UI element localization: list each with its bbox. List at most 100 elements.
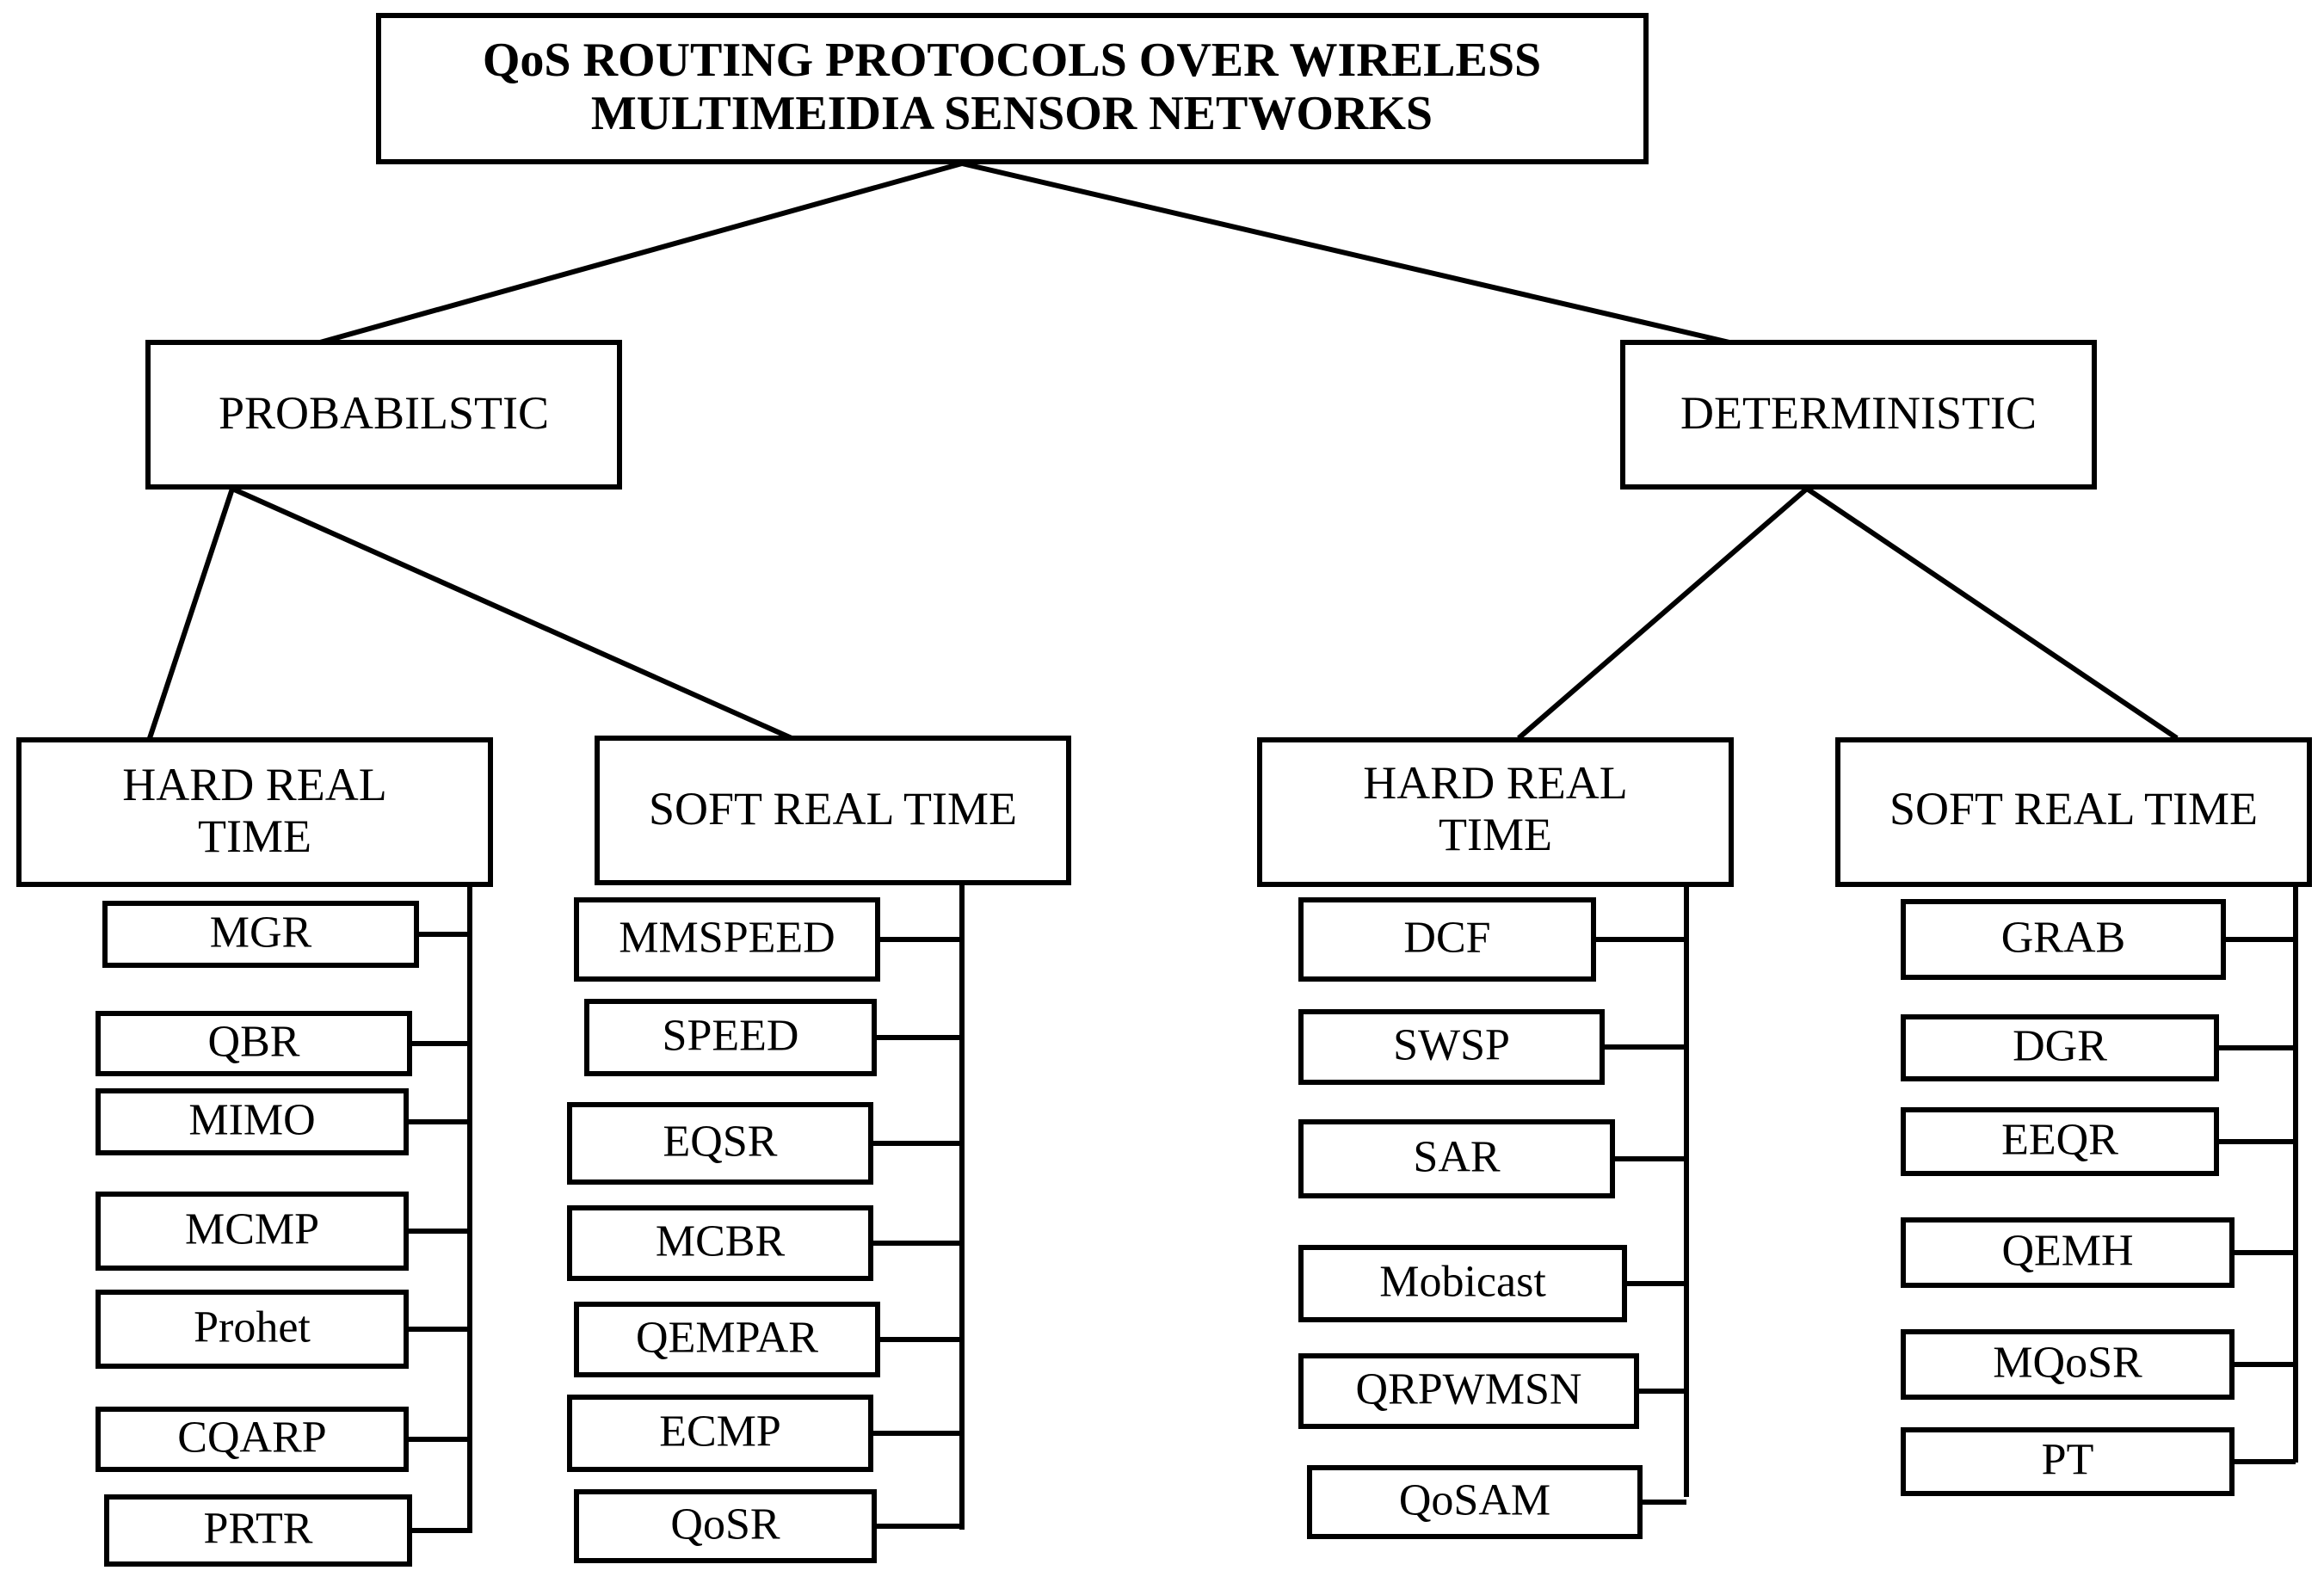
group-probabilistic-hard-label-line-2: TIME bbox=[198, 810, 311, 862]
protocol-box-mimo bbox=[96, 1088, 409, 1155]
protocol-node-grab: GRAB bbox=[1901, 899, 2296, 980]
protocol-box-qemh bbox=[1901, 1217, 2235, 1288]
protocol-node-qbr: QBR bbox=[96, 1011, 470, 1076]
protocol-box-dcf bbox=[1298, 897, 1596, 982]
root-box bbox=[376, 13, 1649, 164]
category-probabilistic-box bbox=[145, 340, 622, 490]
protocol-box-qosam bbox=[1307, 1465, 1643, 1539]
protocol-node-sar: SAR bbox=[1298, 1119, 1686, 1198]
connector-deterministic-to-soft bbox=[1805, 486, 2179, 741]
protocol-node-qosam: QoSAM bbox=[1307, 1465, 1686, 1539]
protocol-label-mmspeed: MMSPEED bbox=[619, 914, 835, 963]
protocol-node-mmspeed: MMSPEED bbox=[574, 897, 962, 982]
protocol-label-prohet: Prohet bbox=[194, 1303, 311, 1352]
protocol-label-ecmp: ECMP bbox=[659, 1407, 781, 1457]
protocol-box-qosr bbox=[574, 1489, 877, 1563]
protocol-label-mqosr: MQoSR bbox=[1993, 1339, 2142, 1388]
connector-root-to-probabilistic bbox=[319, 161, 963, 345]
protocol-node-mobicast: Mobicast bbox=[1298, 1245, 1686, 1322]
protocol-box-eeqr bbox=[1901, 1107, 2219, 1176]
protocol-node-swsp: SWSP bbox=[1298, 1009, 1686, 1085]
group-probabilistic-soft-real-time: SOFT REAL TIME bbox=[595, 736, 1071, 885]
protocol-label-prtr: PRTR bbox=[204, 1505, 313, 1554]
protocol-box-mqosr bbox=[1901, 1329, 2235, 1400]
group-probabilistic-hard-real-time: HARD REAL TIME bbox=[16, 737, 493, 887]
group-probabilistic-hard-label-line-1: HARD REAL bbox=[122, 759, 387, 810]
protocol-node-pt: PT bbox=[1901, 1427, 2296, 1496]
group-deterministic-soft-real-time: SOFT REAL TIME bbox=[1835, 737, 2312, 887]
group-probabilistic-soft-box bbox=[595, 736, 1071, 885]
protocol-box-mobicast bbox=[1298, 1245, 1627, 1322]
protocol-box-speed bbox=[584, 999, 877, 1076]
protocol-label-qrpwmsn: QRPWMSN bbox=[1356, 1365, 1582, 1414]
protocol-node-mcbr: MCBR bbox=[567, 1205, 962, 1281]
protocol-label-qosr: QoSR bbox=[670, 1500, 780, 1549]
category-deterministic-box bbox=[1620, 340, 2097, 490]
group-deterministic-hard-label-line-2: TIME bbox=[1439, 809, 1552, 860]
connector-root-to-deterministic bbox=[961, 161, 1730, 345]
protocol-node-qrpwmsn: QRPWMSN bbox=[1298, 1353, 1686, 1429]
category-probabilistic: PROBABILSTIC bbox=[145, 340, 622, 490]
group-probabilistic-soft-label: SOFT REAL TIME bbox=[649, 783, 1017, 835]
protocol-label-qbr: QBR bbox=[208, 1018, 300, 1067]
root-title-line-2: MULTIMEIDIA SENSOR NETWORKS bbox=[591, 87, 1433, 140]
protocol-label-mgr: MGR bbox=[210, 908, 312, 958]
protocol-box-mgr bbox=[102, 901, 419, 968]
protocol-node-mimo: MIMO bbox=[96, 1088, 470, 1155]
category-probabilistic-label: PROBABILSTIC bbox=[219, 387, 549, 439]
connector-probabilistic-to-hard bbox=[147, 488, 235, 739]
protocol-label-qosam: QoSAM bbox=[1399, 1476, 1550, 1525]
protocol-node-ecmp: ECMP bbox=[567, 1395, 962, 1472]
group-probabilistic-hard-box bbox=[16, 737, 493, 887]
connector-deterministic-to-hard bbox=[1517, 486, 1809, 741]
category-deterministic-label: DETERMINISTIC bbox=[1680, 387, 2037, 439]
protocol-label-swsp: SWSP bbox=[1393, 1021, 1510, 1070]
protocol-node-speed: SPEED bbox=[584, 999, 962, 1076]
protocol-node-prohet: Prohet bbox=[96, 1290, 470, 1369]
protocol-label-mobicast: Mobicast bbox=[1379, 1258, 1546, 1307]
protocol-box-swsp bbox=[1298, 1009, 1605, 1085]
group-deterministic-hard-real-time: HARD REAL TIME bbox=[1257, 737, 1734, 887]
protocol-box-grab bbox=[1901, 899, 2226, 980]
protocol-box-prtr bbox=[104, 1494, 412, 1567]
root-title-line-1: QoS ROUTING PROTOCOLS OVER WIRELESS bbox=[483, 34, 1541, 87]
connector-lines bbox=[147, 161, 2179, 741]
protocol-label-dgr: DGR bbox=[2013, 1022, 2107, 1071]
protocol-node-mcmp: MCMP bbox=[96, 1192, 470, 1271]
protocol-box-pt bbox=[1901, 1427, 2235, 1496]
protocol-label-eeqr: EEQR bbox=[2001, 1116, 2118, 1165]
group-deterministic-hard-label-line-1: HARD REAL bbox=[1363, 757, 1628, 809]
protocol-node-cqarp: CQARP bbox=[96, 1407, 470, 1472]
protocol-box-qrpwmsn bbox=[1298, 1353, 1639, 1429]
protocol-label-sar: SAR bbox=[1413, 1133, 1500, 1182]
protocol-box-cqarp bbox=[96, 1407, 409, 1472]
root-node: QoS ROUTING PROTOCOLS OVER WIRELESS MULT… bbox=[376, 13, 1649, 164]
group-deterministic-hard-box bbox=[1257, 737, 1734, 887]
protocol-label-grab: GRAB bbox=[2001, 914, 2125, 963]
protocol-label-mimo: MIMO bbox=[188, 1096, 315, 1145]
protocol-box-mmspeed bbox=[574, 897, 880, 982]
protocol-label-mcbr: MCBR bbox=[656, 1217, 786, 1266]
protocol-node-dgr: DGR bbox=[1901, 1014, 2296, 1081]
protocol-node-prtr: PRTR bbox=[104, 1494, 470, 1567]
protocol-label-qempar: QEMPAR bbox=[636, 1314, 818, 1363]
protocol-box-ecmp bbox=[567, 1395, 873, 1472]
protocol-node-dcf: DCF bbox=[1298, 897, 1686, 982]
protocol-label-cqarp: CQARP bbox=[177, 1413, 326, 1463]
protocol-node-mgr: MGR bbox=[102, 901, 470, 968]
protocol-box-mcmp bbox=[96, 1192, 409, 1271]
protocol-label-eqsr: EQSR bbox=[663, 1118, 778, 1167]
protocol-label-speed: SPEED bbox=[663, 1012, 799, 1061]
connector-probabilistic-to-soft bbox=[231, 486, 793, 741]
protocol-box-prohet bbox=[96, 1290, 409, 1369]
protocol-box-mcbr bbox=[567, 1205, 873, 1281]
protocol-box-sar bbox=[1298, 1119, 1615, 1198]
group-deterministic-soft-label: SOFT REAL TIME bbox=[1889, 783, 2258, 835]
protocol-node-qemh: QEMH bbox=[1901, 1217, 2296, 1288]
protocol-box-qempar bbox=[574, 1302, 880, 1377]
protocol-node-qosr: QoSR bbox=[574, 1489, 962, 1563]
protocol-node-qempar: QEMPAR bbox=[574, 1302, 962, 1377]
protocol-box-dgr bbox=[1901, 1014, 2219, 1081]
